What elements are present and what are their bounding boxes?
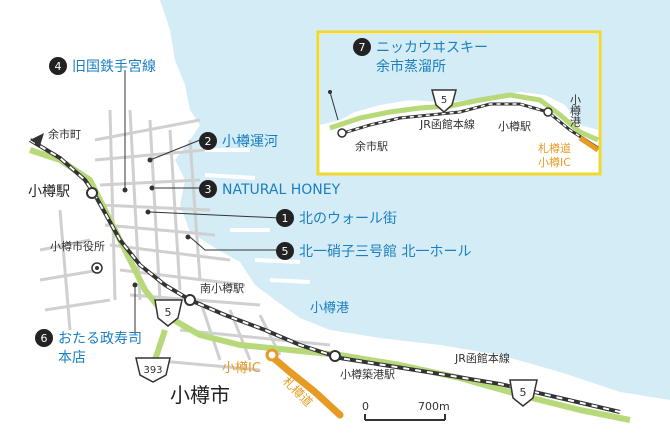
- inset-otaru-port: 小樽港: [569, 94, 582, 127]
- otaru-station-label: 小樽駅: [28, 183, 70, 200]
- inset-rail-label: JR函館本線: [419, 117, 475, 131]
- spot-6-sublabel: 本店: [58, 350, 86, 366]
- minami-otaru-label: 南小樽駅: [200, 281, 244, 295]
- leader-lines: [124, 70, 281, 335]
- svg-text:0: 0: [362, 400, 369, 413]
- inset-otaru-station: 小樽駅: [498, 119, 531, 133]
- spot-6-label: おたる政寿司: [58, 330, 142, 347]
- svg-text:700m: 700m: [418, 400, 450, 413]
- inset-yoichi-station: 余市駅: [355, 139, 388, 153]
- svg-text:5: 5: [165, 306, 172, 319]
- yoichi-town-label: 余市町: [48, 127, 81, 141]
- svg-text:3: 3: [205, 183, 212, 196]
- route-393-shield: 393: [135, 357, 171, 383]
- spot-5[interactable]: 5 北一硝子三号館 北一ホール: [276, 242, 471, 260]
- otaru-ic-label: 小樽IC: [222, 360, 261, 376]
- svg-text:1: 1: [282, 212, 289, 225]
- piers: [200, 148, 311, 284]
- otaru-ic-marker: [265, 348, 279, 362]
- spot-4-label: 旧国鉄手宮線: [72, 59, 156, 75]
- inset-expressway: 札樽道: [538, 141, 571, 155]
- svg-text:5: 5: [282, 245, 289, 258]
- route-5-shield: 5: [154, 299, 183, 327]
- svg-text:6: 6: [41, 332, 48, 345]
- svg-text:4: 4: [55, 60, 62, 73]
- spot-2-label: 小樽運河: [222, 133, 278, 150]
- otaru-chikko-station-marker: [329, 350, 341, 362]
- otaru-chikko-label: 小樽築港駅: [340, 367, 395, 381]
- rail-line-label: JR函館本線: [454, 351, 510, 365]
- svg-text:2: 2: [205, 135, 212, 148]
- sapporo-expressway: [266, 351, 344, 419]
- minami-otaru-station-marker: [184, 294, 196, 306]
- svg-text:393: 393: [143, 365, 162, 376]
- city-label: 小樽市: [170, 383, 230, 407]
- inset-sea: [320, 34, 598, 130]
- spot-3-label: NATURAL HONEY: [222, 182, 341, 198]
- otaru-station-marker: [86, 187, 98, 199]
- spot-7-label: ニッカウヰスキー: [376, 40, 488, 56]
- spot-1-label: 北のウォール街: [299, 211, 397, 227]
- svg-text:5: 5: [520, 386, 527, 399]
- route-5-shield-east: 5: [509, 379, 538, 407]
- spot-dots: [122, 157, 191, 288]
- svg-text:7: 7: [359, 41, 366, 54]
- city-hall-label: 小樽市役所: [50, 239, 105, 253]
- inset-otaru-ic: 小樽IC: [538, 155, 571, 169]
- otaru-harbor-label: 小樽港: [310, 300, 349, 316]
- svg-text:5: 5: [441, 95, 447, 106]
- yoichi-direction-arrow: [30, 133, 44, 146]
- spot-4[interactable]: 4 旧国鉄手宮線: [49, 57, 156, 75]
- spot-7-sublabel: 余市蒸溜所: [376, 58, 446, 75]
- scale-bar: 0 700m: [362, 400, 450, 421]
- inset-map: 5 7 ニッカウヰスキー 余市蒸溜所 余市駅 JR函館本線 小樽駅 小樽港 札樽…: [316, 30, 602, 176]
- spot-5-label: 北一硝子三号館 北一ホール: [299, 243, 471, 260]
- spot-2[interactable]: 2 小樽運河: [199, 132, 278, 150]
- spot-6[interactable]: 6 おたる政寿司 本店: [35, 329, 142, 366]
- spot-1[interactable]: 1 北のウォール街: [276, 209, 397, 227]
- spot-3[interactable]: 3 NATURAL HONEY: [199, 180, 341, 198]
